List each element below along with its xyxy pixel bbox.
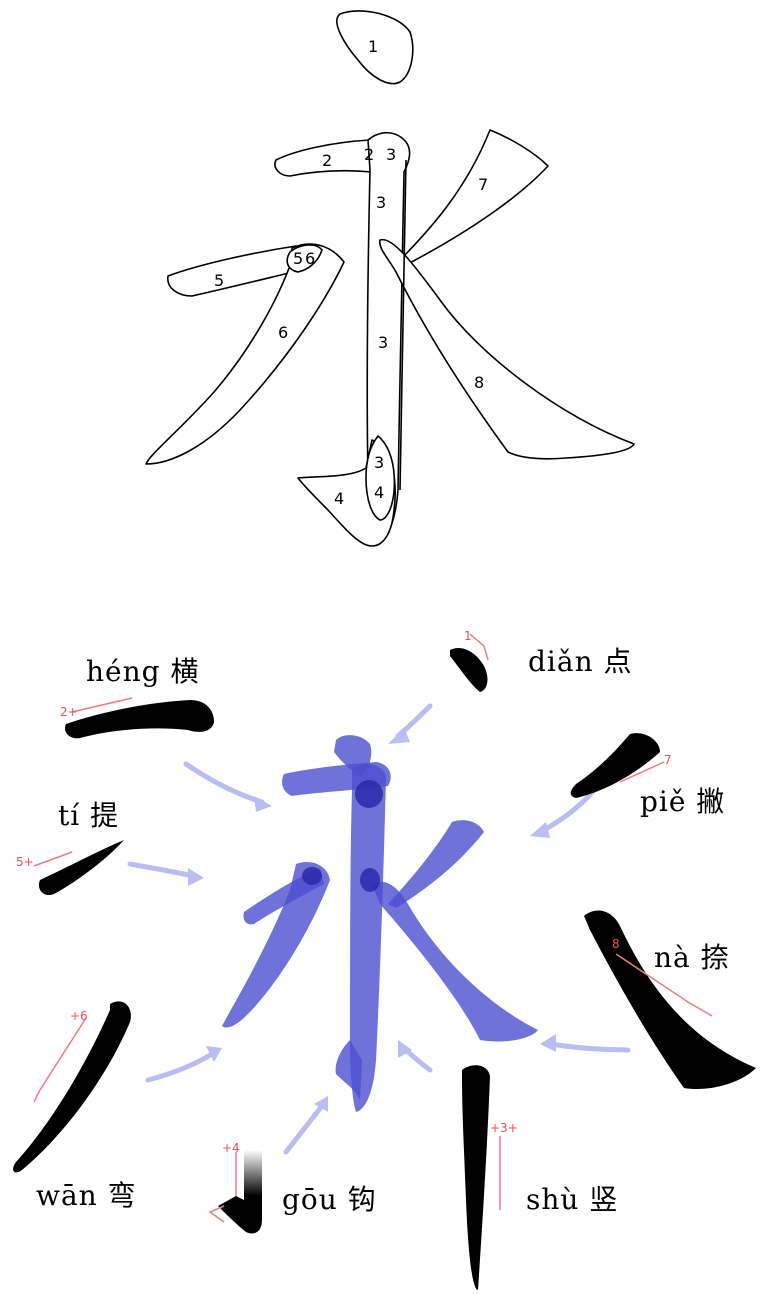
composite-pie: [388, 820, 484, 908]
overlap-mark: [355, 780, 383, 808]
number-2: 2: [364, 145, 374, 164]
number-4: 4: [374, 483, 384, 502]
stroke-shu: [462, 1065, 490, 1290]
order-mark-na: 8: [612, 937, 620, 951]
label-ti: tí 提: [58, 794, 119, 834]
number-6: 6: [305, 249, 315, 268]
label-wan: wān 弯: [36, 1174, 137, 1214]
overlap-mark: [360, 868, 380, 892]
number-8: 8: [474, 373, 484, 392]
label-pie: piě 撇: [640, 780, 725, 820]
arrow-ti: [130, 864, 194, 876]
order-mark-pie: 7: [664, 753, 672, 767]
number-1: 1: [368, 37, 378, 56]
order-mark-shu: +3+: [490, 1121, 518, 1135]
order-mark-dian: 1: [464, 629, 472, 643]
label-na: nà 捺: [654, 936, 730, 976]
order-mark-ti: 5+: [16, 855, 34, 869]
number-3: 3: [374, 453, 384, 472]
outline-stroke-7: [396, 130, 548, 268]
composite-na: [372, 882, 538, 1042]
arrow-wan: [148, 1054, 212, 1080]
stroke-heng: [65, 700, 214, 738]
number-5: 5: [293, 249, 303, 268]
number-7: 7: [478, 175, 488, 194]
stroke-dian: [450, 648, 487, 692]
overlap-mark: [302, 867, 322, 885]
order-mark-gou: +4: [222, 1141, 240, 1155]
number-2: 2: [322, 151, 332, 170]
number-6: 6: [278, 323, 288, 342]
order-mark-wan: +6: [70, 1009, 88, 1023]
composite-character: [222, 735, 538, 1112]
arrow-gou: [286, 1106, 322, 1152]
label-heng: héng 横: [86, 650, 199, 690]
label-dian: diǎn 点: [528, 640, 633, 680]
number-3: 3: [376, 193, 386, 212]
label-shu: shù 竖: [526, 1178, 618, 1218]
number-4: 4: [334, 489, 344, 508]
stroke-wan: [13, 1001, 131, 1172]
stroke-ti: [39, 840, 124, 895]
number-3: 3: [386, 145, 396, 164]
label-gou: gōu 钩: [282, 1178, 377, 1218]
arrow-heng: [186, 764, 262, 802]
order-mark-heng: 2+: [60, 705, 78, 719]
stroke-gou: [218, 1150, 262, 1234]
arrow-na: [550, 1044, 628, 1050]
outline-stroke-8: [380, 240, 634, 459]
arrow-pie: [540, 790, 594, 832]
number-3: 3: [378, 333, 388, 352]
composite-bend: [222, 862, 330, 1028]
outline-character: 1 2 2 3 3 3 3 4 4 5 5 6 6 7 8: [146, 11, 634, 546]
number-5: 5: [214, 271, 224, 290]
